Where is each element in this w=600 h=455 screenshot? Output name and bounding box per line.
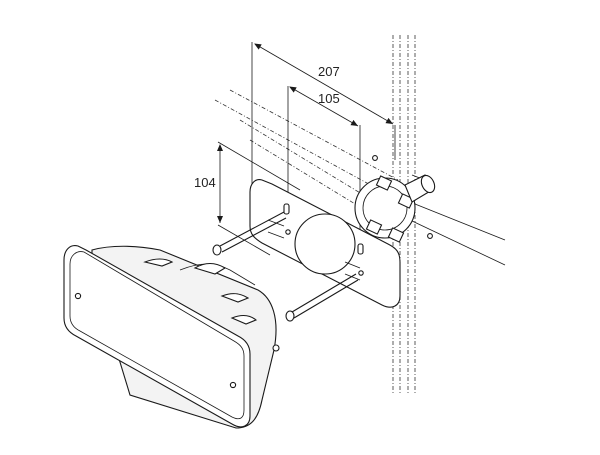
mounting-plate: [249, 179, 401, 308]
screws: [212, 211, 361, 322]
dimension-207: 207: [251, 42, 396, 215]
dimension-104: 104: [194, 141, 301, 256]
junction-box: [354, 155, 436, 243]
dimension-207-label: 207: [318, 64, 340, 79]
fixture-front: [63, 245, 251, 428]
dimension-105-label: 105: [318, 91, 340, 106]
dimension-104-label: 104: [194, 175, 216, 190]
